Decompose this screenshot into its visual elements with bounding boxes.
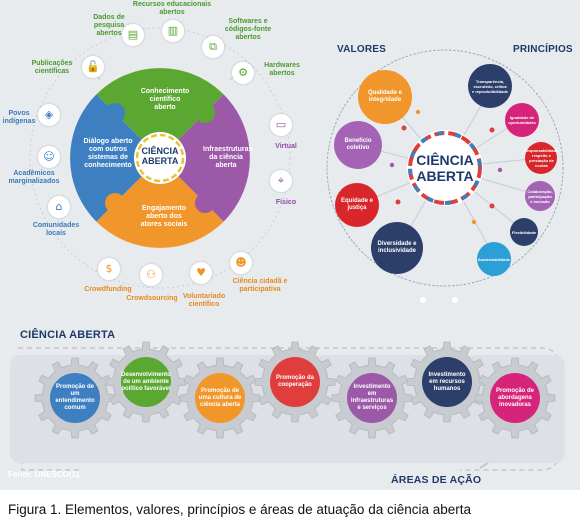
value-equidade: Equidade e justiça (340, 198, 373, 211)
principle-sustentabilidade-circle (477, 242, 511, 276)
principle-colaboracao: Colaboração, participação e inclusão (527, 188, 553, 204)
publications-icon: 🔓 (82, 56, 104, 78)
gear-core-1 (50, 373, 100, 423)
virtual-icon: ▭ (270, 114, 292, 136)
item-softwares: Softwares e códigos-fonte abertos (224, 18, 272, 41)
gears-band (10, 341, 565, 471)
areas-label: ÁREAS DE AÇÃO (391, 474, 482, 486)
principle-transparencia: Transparência, escrutínio, crítica e rep… (472, 78, 509, 94)
education-resources-icon: ▥ (162, 20, 184, 42)
figure-canvas: CIÊNCIA ABERTA Conhecimento científico a… (0, 0, 580, 490)
center-label-right: CIÊNCIA ABERTA (416, 152, 474, 184)
communities-icon: ⌂ (48, 196, 70, 218)
physical-icon: ⌖ (270, 170, 292, 192)
gear-label-7: Promoção de abordagens inovadoras (495, 387, 534, 408)
source-note: Fonte: UNESCO(1). (8, 470, 81, 479)
quadrant-top (96, 68, 224, 158)
gear-core-4 (270, 357, 320, 407)
quadrant-left (70, 94, 160, 222)
figure-caption: Figura 1. Elementos, valores, princípios… (8, 502, 472, 517)
item-dados: Dados de pesquisa abertos (93, 14, 125, 37)
principle-igualdade-circle (505, 103, 539, 137)
value-equidade-circle (335, 183, 379, 227)
item-fisico: Físico (275, 199, 297, 206)
gear-label-5: Investimento em infraestruturas e serviç… (350, 384, 394, 411)
crowdsourcing-icon: ⚇ (140, 264, 162, 286)
crowdfunding-icon: $ (98, 258, 120, 280)
puzzle-diagram (29, 27, 291, 289)
citizen-science-icon: ☻ (230, 252, 252, 274)
values-principles-diagram (326, 49, 564, 303)
gear-label-6: Investimento em recursos humanos (428, 371, 466, 392)
principle-responsabilidade-circle (525, 142, 557, 174)
item-recursos: Recursos educacionais abertos (132, 1, 212, 16)
hardware-icon: ⚙ (232, 62, 254, 84)
item-crowdfunding: Crowdfunding (84, 286, 132, 293)
volunteering-icon: ♥ (190, 262, 212, 284)
software-icon: ⧉ (202, 36, 224, 58)
principle-responsabilidade: Responsabilidade, respeito e prestação d… (523, 148, 560, 168)
values-header: VALORES (337, 44, 386, 55)
gear-core-7 (490, 373, 540, 423)
gear-core-5 (347, 373, 397, 423)
bottom-title: CIÊNCIA ABERTA (20, 329, 116, 341)
item-virtual: Virtual (275, 143, 297, 150)
principle-igualdade: Igualdade de oportunidades (508, 115, 536, 125)
value-diversidade-circle (371, 222, 423, 274)
gear-label-4: Promoção da cooperação (275, 375, 314, 388)
principle-transparencia-circle (468, 64, 512, 108)
item-voluntariado: Voluntariado científico (182, 293, 226, 308)
item-publicacoes: Publicações científicas (31, 60, 73, 75)
gear-label-1: Promoção de um entendimento comum (55, 384, 95, 411)
quadrant-bottom (96, 158, 224, 248)
gear-label-3: Promoção de uma cultura de ciência abert… (198, 387, 242, 408)
item-academicos: Acadêmicos marginalizados (8, 170, 60, 185)
center-label-left: CIÊNCIA ABERTA (141, 146, 179, 166)
piece-label-right: Infraestruturas da ciência aberta (203, 146, 253, 169)
piece-label-left: Diálogo aberto com outros sistemas de co… (83, 138, 133, 169)
quadrant-right (160, 94, 250, 222)
item-crowdsourcing: Crowdsourcing (126, 295, 178, 302)
gear-label-2: Desenvolvimento de um ambiente político … (121, 371, 171, 392)
principle-colaboracao-circle (525, 181, 555, 211)
item-comunidades: Comunidades locais (32, 222, 80, 237)
value-diversidade: Diversidade e inclusividade (377, 241, 417, 254)
value-beneficio: Benefício coletivo (344, 138, 372, 151)
principles-header: PRINCÍPIOS (513, 44, 573, 55)
gear-core-3 (195, 373, 245, 423)
principle-flexibilidade: Flexibilidade (511, 229, 537, 235)
item-povos: Povos indígenas (2, 110, 36, 125)
gear-core-2 (121, 357, 171, 407)
value-beneficio-circle (334, 121, 382, 169)
academics-icon: ☺ (38, 146, 60, 168)
principle-sustentabilidade: Sustentabilidade (478, 256, 511, 262)
piece-label-top: Conhecimento científico aberto (140, 88, 190, 111)
value-qualidade-circle (358, 70, 412, 124)
indigenous-icon: ◈ (38, 104, 60, 126)
item-hardwares: Hardwares abertos (264, 62, 300, 77)
research-data-icon: ▤ (122, 24, 144, 46)
principle-flexibilidade-circle (510, 218, 538, 246)
item-cidada: Ciência cidadã e participativa (232, 278, 288, 293)
value-qualidade: Qualidade e integridade (367, 90, 402, 103)
gear-core-6 (422, 357, 472, 407)
piece-label-bottom: Engajamento aberto dos atores sociais (140, 205, 188, 228)
